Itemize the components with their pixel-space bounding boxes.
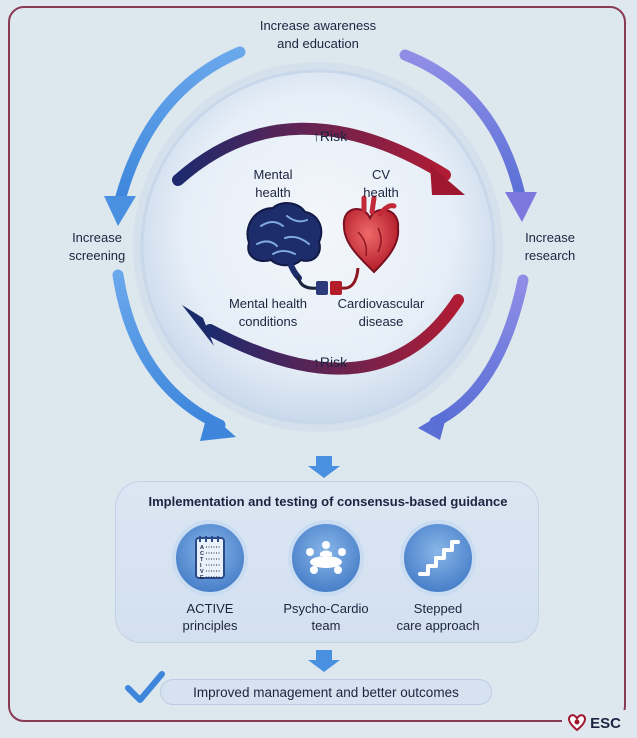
heart-icon (342, 195, 400, 274)
implementation-title: Implementation and testing of consensus-… (148, 494, 508, 509)
svg-text:A: A (200, 545, 204, 551)
down-arrow-1 (308, 456, 340, 478)
outer-arrow-left-top (104, 46, 246, 226)
risk-label-top: ↑Risk (312, 128, 348, 144)
risk-arrow-top (172, 122, 465, 195)
outer-arrow-right-top (399, 49, 537, 222)
outcome-pill: Improved management and better outcomes (160, 679, 492, 705)
checkmark-icon (125, 671, 165, 703)
svg-text:V: V (200, 569, 204, 575)
outer-arrow-left-bottom (112, 269, 236, 441)
risk-arrow-bottom (182, 294, 464, 375)
stairs-icon (400, 520, 476, 596)
esc-logo-text: ESC (590, 714, 621, 732)
outer-arrow-right-bottom (418, 274, 529, 440)
down-arrow-2 (308, 650, 340, 672)
brain-icon (246, 202, 323, 281)
risk-label-bottom: ↑Risk (312, 354, 348, 370)
team-meeting-icon (288, 520, 364, 596)
svg-text:T: T (200, 557, 204, 563)
svg-text:C: C (200, 551, 204, 557)
connector-cable (296, 267, 360, 295)
svg-text:E: E (200, 575, 204, 581)
implementation-box: Implementation and testing of consensus-… (115, 481, 539, 643)
esc-logo: ESC (562, 710, 627, 736)
esc-heart-icon (568, 714, 587, 732)
svg-text:I: I (200, 563, 202, 569)
checklist-icon: A C T I V E (172, 520, 248, 596)
